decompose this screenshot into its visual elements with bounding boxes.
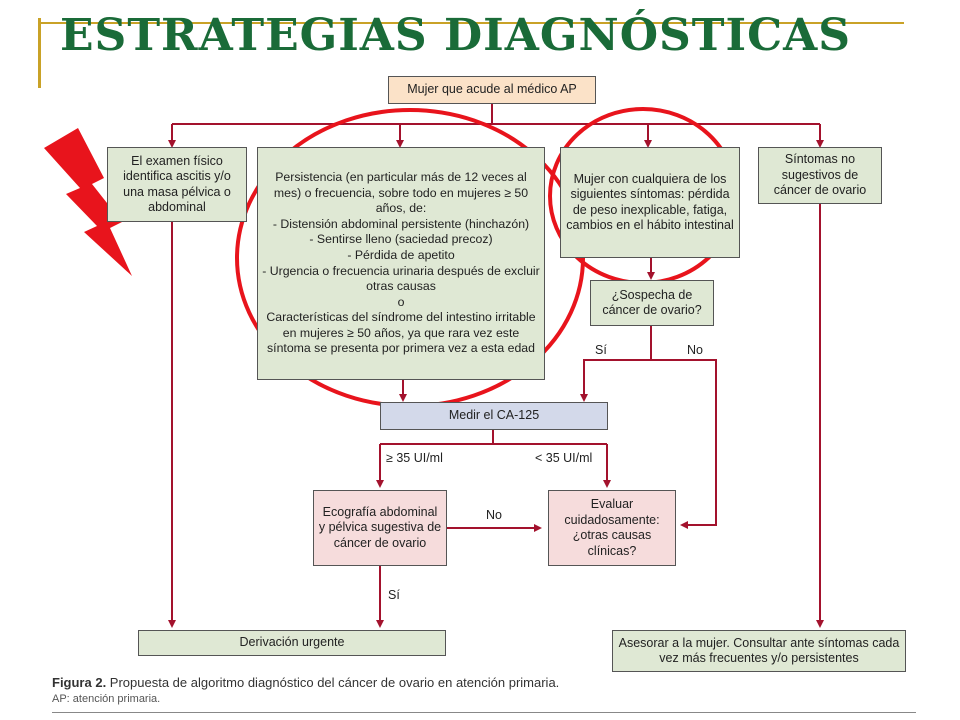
arrow-suspicion-no — [651, 359, 717, 529]
ca125-text: Medir el CA-125 — [448, 408, 540, 423]
title-accent-vertical — [38, 18, 41, 88]
lightning-bolt-icon — [44, 128, 132, 276]
symptoms-text: Mujer con cualquiera de los siguientes s… — [566, 171, 734, 233]
figure-caption: Figura 2. Propuesta de algoritmo diagnós… — [52, 675, 559, 690]
urgent-text: Derivación urgente — [239, 635, 345, 650]
persistence-box: Persistencia (en particular más de 12 ve… — [257, 147, 545, 380]
persistence-text: Persistencia (en particular más de 12 ve… — [262, 169, 540, 356]
echo-yes-label: Sí — [388, 588, 400, 602]
figure-caption-label: Figura 2. — [52, 675, 107, 690]
lt35-label: < 35 UI/ml — [535, 451, 593, 465]
caption-divider — [52, 712, 916, 713]
echo-no-label: No — [486, 508, 502, 522]
exam-text: El examen físico identifica ascitis y/o … — [123, 153, 231, 215]
suspicion-yes-label: Sí — [595, 343, 607, 357]
echo-text: Ecografía abdominal y pélvica sugestiva … — [318, 504, 442, 550]
arrow-suspicion-yes — [580, 359, 651, 402]
title-accent-horizontal — [38, 22, 904, 24]
slide-title: ESTRATEGIAS DIAGNÓSTICAS — [60, 10, 852, 61]
evaluate-box: Evaluar cuidadosamente: ¿otras causas cl… — [548, 490, 676, 566]
ca125-box: Medir el CA-125 — [380, 402, 608, 430]
start-box: Mujer que acude al médico AP — [388, 76, 596, 104]
suspicion-text: ¿Sospecha de cáncer de ovario? — [602, 287, 702, 318]
figure-abbreviation: AP: atención primaria. — [52, 693, 161, 705]
ge35-label: ≥ 35 UI/ml — [386, 451, 443, 465]
start-text: Mujer que acude al médico AP — [407, 82, 577, 97]
exam-box: El examen físico identifica ascitis y/o … — [107, 147, 247, 222]
advise-box: Asesorar a la mujer. Consultar ante sínt… — [612, 630, 906, 672]
echo-box: Ecografía abdominal y pélvica sugestiva … — [313, 490, 447, 566]
figure-caption-text: Propuesta de algoritmo diagnóstico del c… — [106, 675, 560, 690]
no-symptoms-text: Síntomas no sugestivos de cáncer de ovar… — [773, 152, 867, 198]
suspicion-no-label: No — [687, 343, 703, 357]
symptoms-box: Mujer con cualquiera de los siguientes s… — [560, 147, 740, 258]
advise-text: Asesorar a la mujer. Consultar ante sínt… — [618, 635, 900, 666]
urgent-box: Derivación urgente — [138, 630, 446, 656]
evaluate-text: Evaluar cuidadosamente: ¿otras causas cl… — [564, 497, 660, 558]
no-symptoms-box: Síntomas no sugestivos de cáncer de ovar… — [758, 147, 882, 204]
suspicion-box: ¿Sospecha de cáncer de ovario? — [590, 280, 714, 326]
